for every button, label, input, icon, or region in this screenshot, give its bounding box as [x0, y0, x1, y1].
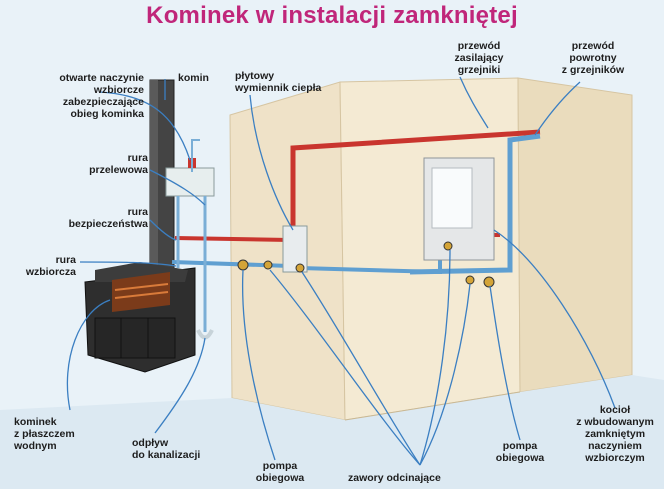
label-pump-2: pompa obiegowa — [495, 440, 545, 464]
valve-4 — [465, 275, 475, 285]
leader-valve-1 — [269, 269, 421, 466]
leader-pump-1 — [241, 269, 276, 461]
chimney-highlight — [150, 80, 158, 280]
leader-pump-2 — [489, 285, 521, 441]
leader-return — [534, 81, 581, 136]
leader-overflow — [149, 169, 206, 206]
valve-3 — [443, 241, 453, 251]
label-overflow-pipe: rura przelewowa — [89, 152, 148, 176]
pump-fireplace — [237, 259, 249, 271]
supply-pipe-fireplace — [174, 236, 291, 242]
leader-expansion — [79, 261, 177, 267]
valve-1 — [263, 260, 273, 270]
leader-exchanger — [249, 94, 294, 231]
label-heat-exchanger: płytowy wymiennik ciepła — [235, 70, 322, 94]
leader-valve-3 — [419, 249, 451, 466]
fire-glow — [114, 283, 169, 291]
boiler-panel — [431, 167, 473, 229]
supply-pipe-radiators — [290, 129, 541, 236]
return-pipe-radiators — [409, 133, 541, 275]
label-drain: odpływ do kanalizacji — [132, 437, 201, 461]
leader-safety — [149, 219, 177, 241]
safety-pipe — [191, 139, 200, 172]
valve-2 — [295, 263, 305, 273]
floor — [0, 375, 664, 489]
floor-edge — [344, 391, 521, 421]
label-boiler: kocioł z wbudowanym zamkniętym naczyniem… — [576, 404, 654, 464]
fireplace-glass — [112, 272, 170, 312]
label-fireplace: kominek z płaszczem wodnym — [14, 416, 75, 452]
expansion-vessel — [165, 167, 215, 197]
leader-vessel — [99, 91, 191, 161]
leader-valve-2 — [301, 271, 421, 466]
leader-fireplace — [66, 299, 111, 411]
leader-boiler — [493, 229, 616, 409]
label-pump-1: pompa obiegowa — [255, 460, 305, 484]
label-safety-pipe: rura bezpieczeństwa — [68, 206, 148, 230]
leader-lines — [66, 76, 616, 466]
right-wall — [517, 77, 633, 393]
leader-valve-4 — [419, 283, 471, 466]
label-open-vessel: otwarte naczynie wzbiorcze zabezpieczają… — [59, 72, 144, 120]
plate-heat-exchanger — [282, 225, 308, 273]
label-valves: zawory odcinające — [348, 472, 441, 484]
label-return-pipe: przewód powrotny z grzejników — [561, 40, 625, 76]
return-pipe-boiler — [299, 260, 442, 275]
label-expansion-pipe: rura wzbiorcza — [25, 254, 76, 278]
label-chimney: komin — [178, 72, 209, 84]
drain — [196, 329, 214, 340]
fire-glow-2 — [114, 291, 169, 299]
label-supply-pipe: przewód zasilający grzejniki — [454, 40, 504, 76]
pump-boiler — [483, 276, 495, 288]
fireplace-door — [94, 317, 176, 359]
leader-drain — [154, 337, 206, 434]
leader-supply — [459, 76, 489, 129]
diagram-title: Kominek w instalacji zamkniętej — [146, 2, 518, 29]
